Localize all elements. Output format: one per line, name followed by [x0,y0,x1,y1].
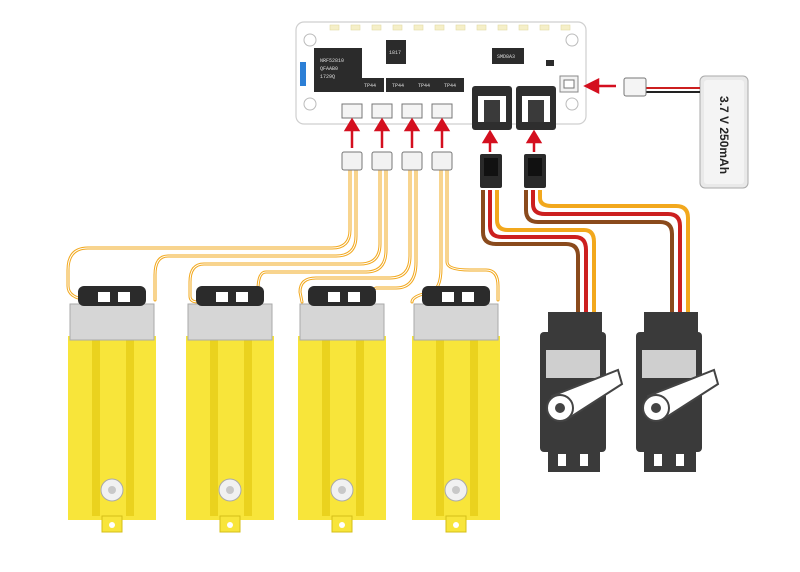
power-switch[interactable] [300,62,306,86]
controller-board: NRF52810 QFAAB0 1729Q 1817 TP44 TP44 TP4… [295,21,587,130]
servos [540,312,720,472]
driver-label-1: TP44 [364,83,376,89]
main-chip-line-1: NRF52810 [320,58,344,64]
right-chip [492,48,524,64]
small-chip [386,40,406,64]
led-row [329,24,571,31]
battery-plug [623,77,647,97]
driver-label-4: TP44 [444,83,456,89]
driver-label-3: TP44 [418,83,430,89]
motors [68,286,500,533]
driver-label-2: TP44 [392,83,404,89]
servo-wires [481,190,690,326]
motor-4 [412,286,500,533]
main-chip-line-2: QFAAB0 [320,66,338,72]
servo-2 [636,312,720,472]
main-chip [314,48,362,92]
motor-plugs [341,151,453,171]
battery: 3.7 V 250mAh [623,75,749,189]
right-chip-label: SMD8A3 [497,54,515,60]
servo-plugs [480,154,546,188]
main-chip-line-3: 1729Q [320,74,335,80]
battery-label: 3.7 V 250mAh [717,96,731,174]
driver-chips: TP44 TP44 TP44 TP44 [358,78,464,92]
motor-wires [66,166,500,304]
small-chip-label: 1817 [389,50,401,56]
motor-2 [186,286,274,533]
motor-1 [68,286,156,533]
servo-1 [540,312,624,472]
servo-ports [472,86,556,130]
connection-arrows [343,77,616,152]
motor-3 [298,286,386,533]
